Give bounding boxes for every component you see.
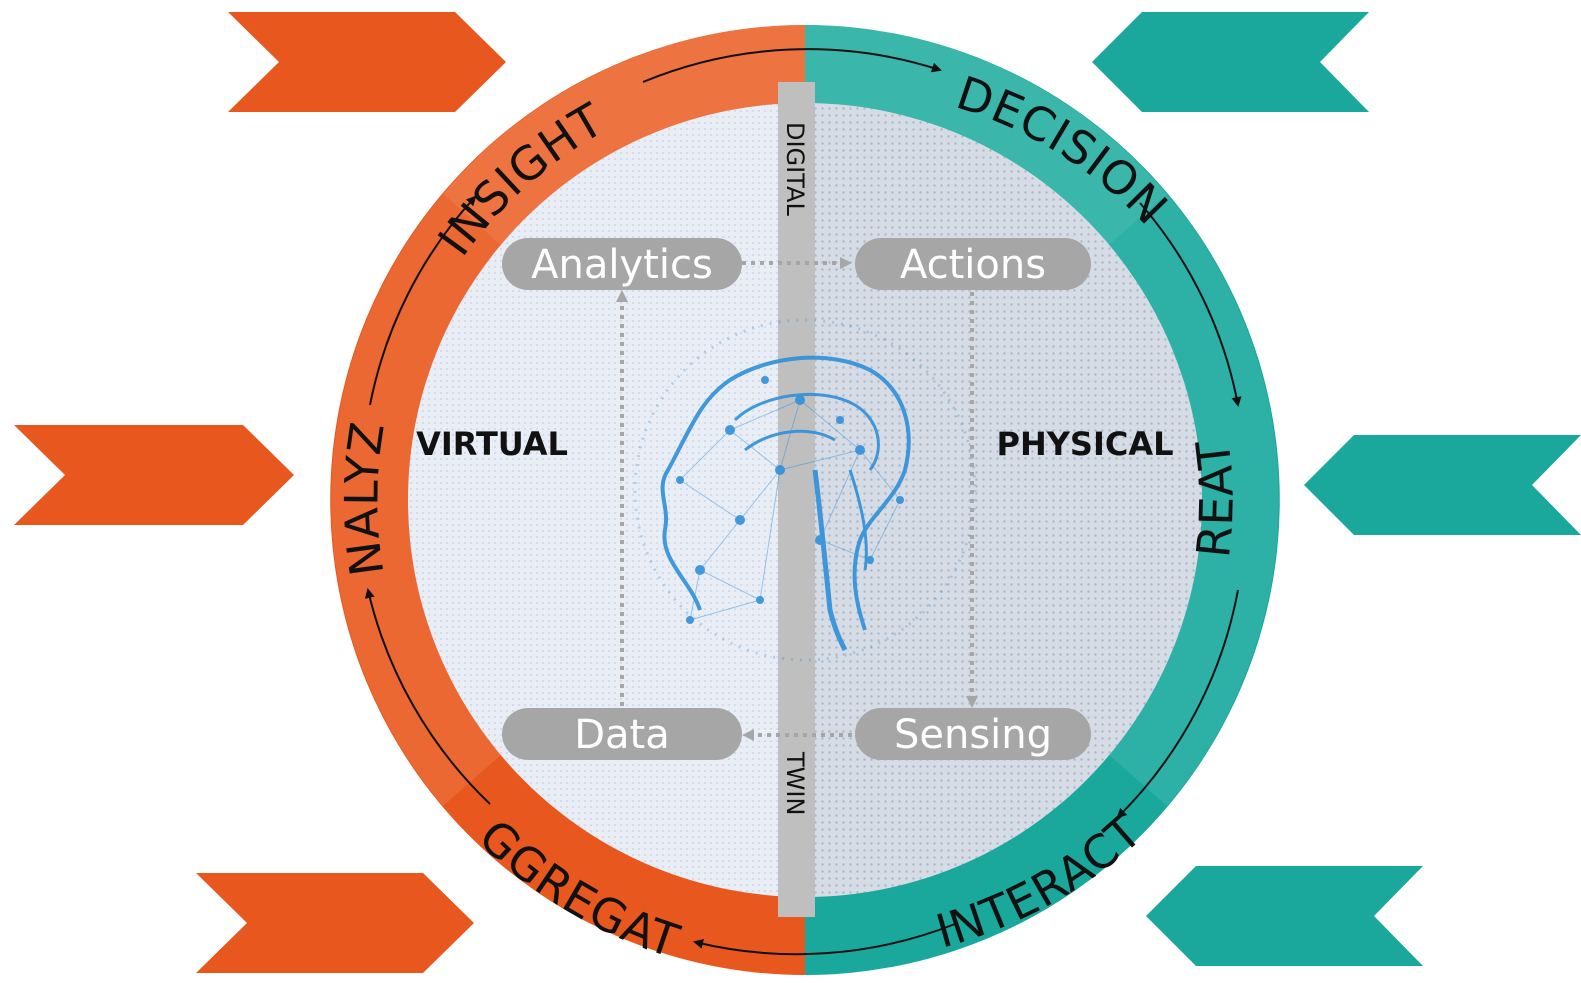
node-sensing-label: Sensing bbox=[894, 712, 1052, 758]
ring-band-analyze bbox=[331, 194, 502, 806]
twin-label: TWIN bbox=[781, 751, 809, 815]
chevron-left-icon bbox=[1304, 435, 1581, 535]
node-data: Data bbox=[502, 708, 742, 760]
chevron-left-icon bbox=[1146, 866, 1423, 966]
node-actions: Actions bbox=[855, 238, 1091, 290]
physical-label: PHYSICAL bbox=[997, 425, 1174, 463]
node-analytics-label: Analytics bbox=[531, 242, 713, 288]
ring-band-insight bbox=[443, 25, 805, 246]
cycle-connectors bbox=[364, 48, 1242, 956]
right-chevrons bbox=[1092, 12, 1581, 966]
flow-arrows bbox=[616, 257, 978, 741]
node-analytics: Analytics bbox=[502, 238, 742, 290]
connector-aggregate-analyze bbox=[364, 588, 491, 805]
virtual-label: VIRTUAL bbox=[416, 425, 568, 463]
connector-interact-aggregate bbox=[693, 923, 956, 956]
brain-network-icon bbox=[633, 318, 977, 662]
ring-band-create bbox=[1108, 194, 1279, 806]
digital-label: DIGITAL bbox=[781, 122, 809, 216]
connector-create-interact bbox=[1116, 589, 1239, 819]
connector-insight-decision bbox=[642, 48, 942, 83]
left-chevrons bbox=[14, 12, 506, 973]
chevron-right-icon bbox=[14, 425, 294, 525]
chevron-left-icon bbox=[1092, 12, 1369, 112]
node-actions-label: Actions bbox=[900, 242, 1046, 288]
connector-decision-create bbox=[1139, 202, 1242, 407]
node-data-label: Data bbox=[574, 712, 670, 758]
connector-analyze-insight bbox=[369, 195, 477, 406]
ring-band-decision bbox=[805, 25, 1167, 246]
chevron-right-icon bbox=[196, 873, 474, 973]
node-sensing: Sensing bbox=[855, 708, 1091, 760]
digital-twin-bar bbox=[778, 82, 815, 917]
chevron-right-icon bbox=[228, 12, 506, 112]
